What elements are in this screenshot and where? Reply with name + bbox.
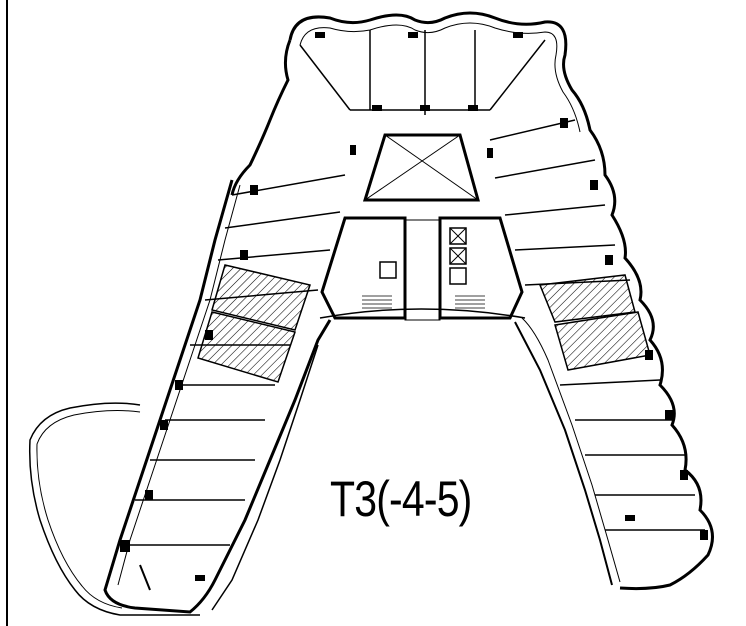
- top-units: [299, 30, 546, 115]
- left-wing: [28, 174, 346, 616]
- drawing-title: T3(-4-5): [330, 471, 472, 527]
- atrium-void: [362, 133, 480, 202]
- hatched-units: [197, 264, 651, 383]
- column-marks: [120, 32, 708, 581]
- top-facade: [230, 11, 714, 591]
- core: [319, 216, 526, 321]
